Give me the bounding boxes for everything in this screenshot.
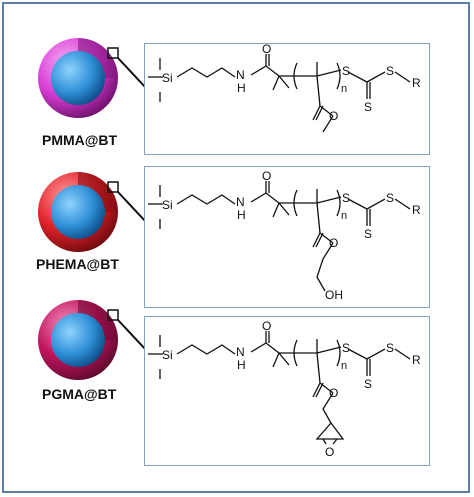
epoxide-o-atom: O <box>325 445 334 459</box>
panel-label: PGMA@BT <box>42 386 117 402</box>
pgma-core-shell-sphere <box>38 300 147 380</box>
pgma-structure: Si N H O n S S S R O O <box>148 319 421 459</box>
si-atom: Si <box>162 348 173 362</box>
core-sphere <box>51 51 105 105</box>
r-group: R <box>412 203 421 217</box>
repeat-n: n <box>341 210 347 222</box>
core-sphere <box>51 313 105 367</box>
repeat-n: n <box>341 360 347 372</box>
carbonyl-o-atom: O <box>262 319 271 333</box>
hydroxyl-group: OH <box>325 288 343 302</box>
h-atom: H <box>237 358 246 372</box>
phema-core-shell-sphere <box>38 172 147 252</box>
panel-label: PMMA@BT <box>42 132 118 148</box>
s-atom-2: S <box>386 191 394 205</box>
repeat-n: n <box>341 83 347 95</box>
pmma-core-shell-sphere <box>38 38 147 118</box>
core-sphere <box>51 185 105 239</box>
ester-o-atom: O <box>329 236 338 250</box>
phema-structure: Si N H O n S S S R O OH <box>148 169 421 302</box>
s-atom-3: S <box>364 100 372 114</box>
structure-box: Si N H O n S S S R O <box>144 42 430 155</box>
zoom-square <box>107 309 119 321</box>
s-atom-2: S <box>386 341 394 355</box>
si-atom: Si <box>162 71 173 85</box>
ester-o-atom: O <box>329 109 338 123</box>
s-atom-2: S <box>386 64 394 78</box>
n-atom: N <box>236 68 245 82</box>
structure-box: Si N H O n S S S R O O <box>144 316 430 466</box>
s-atom-3: S <box>364 227 372 241</box>
panel-label: PHEMA@BT <box>36 256 119 272</box>
si-atom: Si <box>162 198 173 212</box>
figure-frame: PMMA@BT <box>2 2 470 493</box>
h-atom: H <box>237 81 246 95</box>
pmma-structure: Si N H O n S S S R O <box>148 42 421 133</box>
zoom-line <box>117 191 147 223</box>
h-atom: H <box>237 208 246 222</box>
zoom-square <box>107 47 119 59</box>
zoom-line <box>117 57 147 89</box>
ester-o-atom: O <box>329 386 338 400</box>
carbonyl-o-atom: O <box>262 169 271 183</box>
s-atom-3: S <box>364 377 372 391</box>
s-atom-1: S <box>342 64 350 78</box>
zoom-square <box>107 181 119 193</box>
r-group: R <box>412 76 421 90</box>
structure-box: Si N H O n S S S R O OH <box>144 166 430 308</box>
r-group: R <box>412 353 421 367</box>
n-atom: N <box>236 195 245 209</box>
s-atom-1: S <box>342 191 350 205</box>
zoom-line <box>117 319 147 351</box>
n-atom: N <box>236 345 245 359</box>
carbonyl-o-atom: O <box>262 44 271 56</box>
s-atom-1: S <box>342 341 350 355</box>
